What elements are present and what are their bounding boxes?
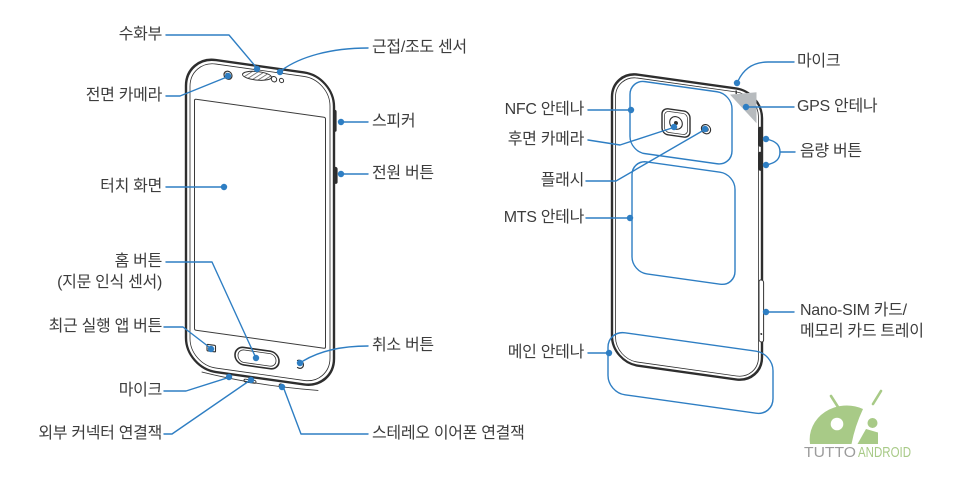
- label-volume-button: 음량 버튼: [800, 143, 862, 160]
- label-front-microphone: 마이크: [118, 382, 163, 399]
- sim-tray-shape: [758, 279, 765, 343]
- label-cancel-button: 취소 버튼: [372, 337, 434, 354]
- label-rear-camera: 후면 카메라: [507, 131, 585, 148]
- logo-text-tutto: TUTTO: [804, 444, 856, 461]
- proximity-sensor-hole: [270, 75, 278, 83]
- front-camera-lens: [223, 70, 233, 80]
- label-back-microphone: 마이크: [797, 53, 841, 70]
- label-mts-antenna: MTS 안테나: [503, 209, 585, 226]
- label-proximity-light-sensor: 근접/조도 센서: [372, 39, 467, 56]
- label-recent-apps-button: 최근 실행 앱 버튼: [48, 318, 163, 335]
- label-flash: 플래시: [540, 172, 585, 189]
- label-front-camera: 전면 카메라: [85, 87, 163, 104]
- logo-text-android: ANDROID: [858, 444, 911, 461]
- volume-down-button-shape: [758, 151, 763, 171]
- main-antenna-area: [607, 331, 774, 415]
- touch-screen-area: [194, 98, 326, 349]
- label-nano-sim-tray: Nano-SIM 카드/ 메모리 카드 트레이: [800, 302, 924, 340]
- top-mic-hole: [735, 90, 737, 95]
- label-gps-antenna: GPS 안테나: [797, 98, 878, 115]
- back-phone-illustration: [607, 73, 774, 415]
- power-button-shape: [333, 166, 338, 184]
- label-power-button: 전원 버튼: [372, 165, 434, 182]
- volume-up-button-shape: [758, 126, 763, 147]
- label-stereo-earphone-jack: 스테레오 이어폰 연결잭: [372, 425, 525, 442]
- speaker-slot: [333, 109, 337, 132]
- label-touch-screen: 터치 화면: [100, 178, 162, 195]
- earphone-jack-hole: [278, 383, 284, 389]
- label-speaker: 스피커: [372, 113, 416, 130]
- tuttoandroid-logo: TUTTO ANDROID: [804, 389, 911, 461]
- label-external-connector-jack: 외부 커넥터 연결잭: [38, 425, 162, 442]
- label-main-antenna: 메인 안테나: [507, 344, 585, 361]
- front-phone-illustration: [184, 58, 338, 391]
- android-robot-head-icon: [809, 389, 883, 444]
- label-home-button: 홈 버튼 (지문 인식 센서): [57, 253, 162, 291]
- label-nfc-antenna: NFC 안테나: [504, 101, 585, 118]
- label-front-earpiece: 수화부: [118, 26, 163, 43]
